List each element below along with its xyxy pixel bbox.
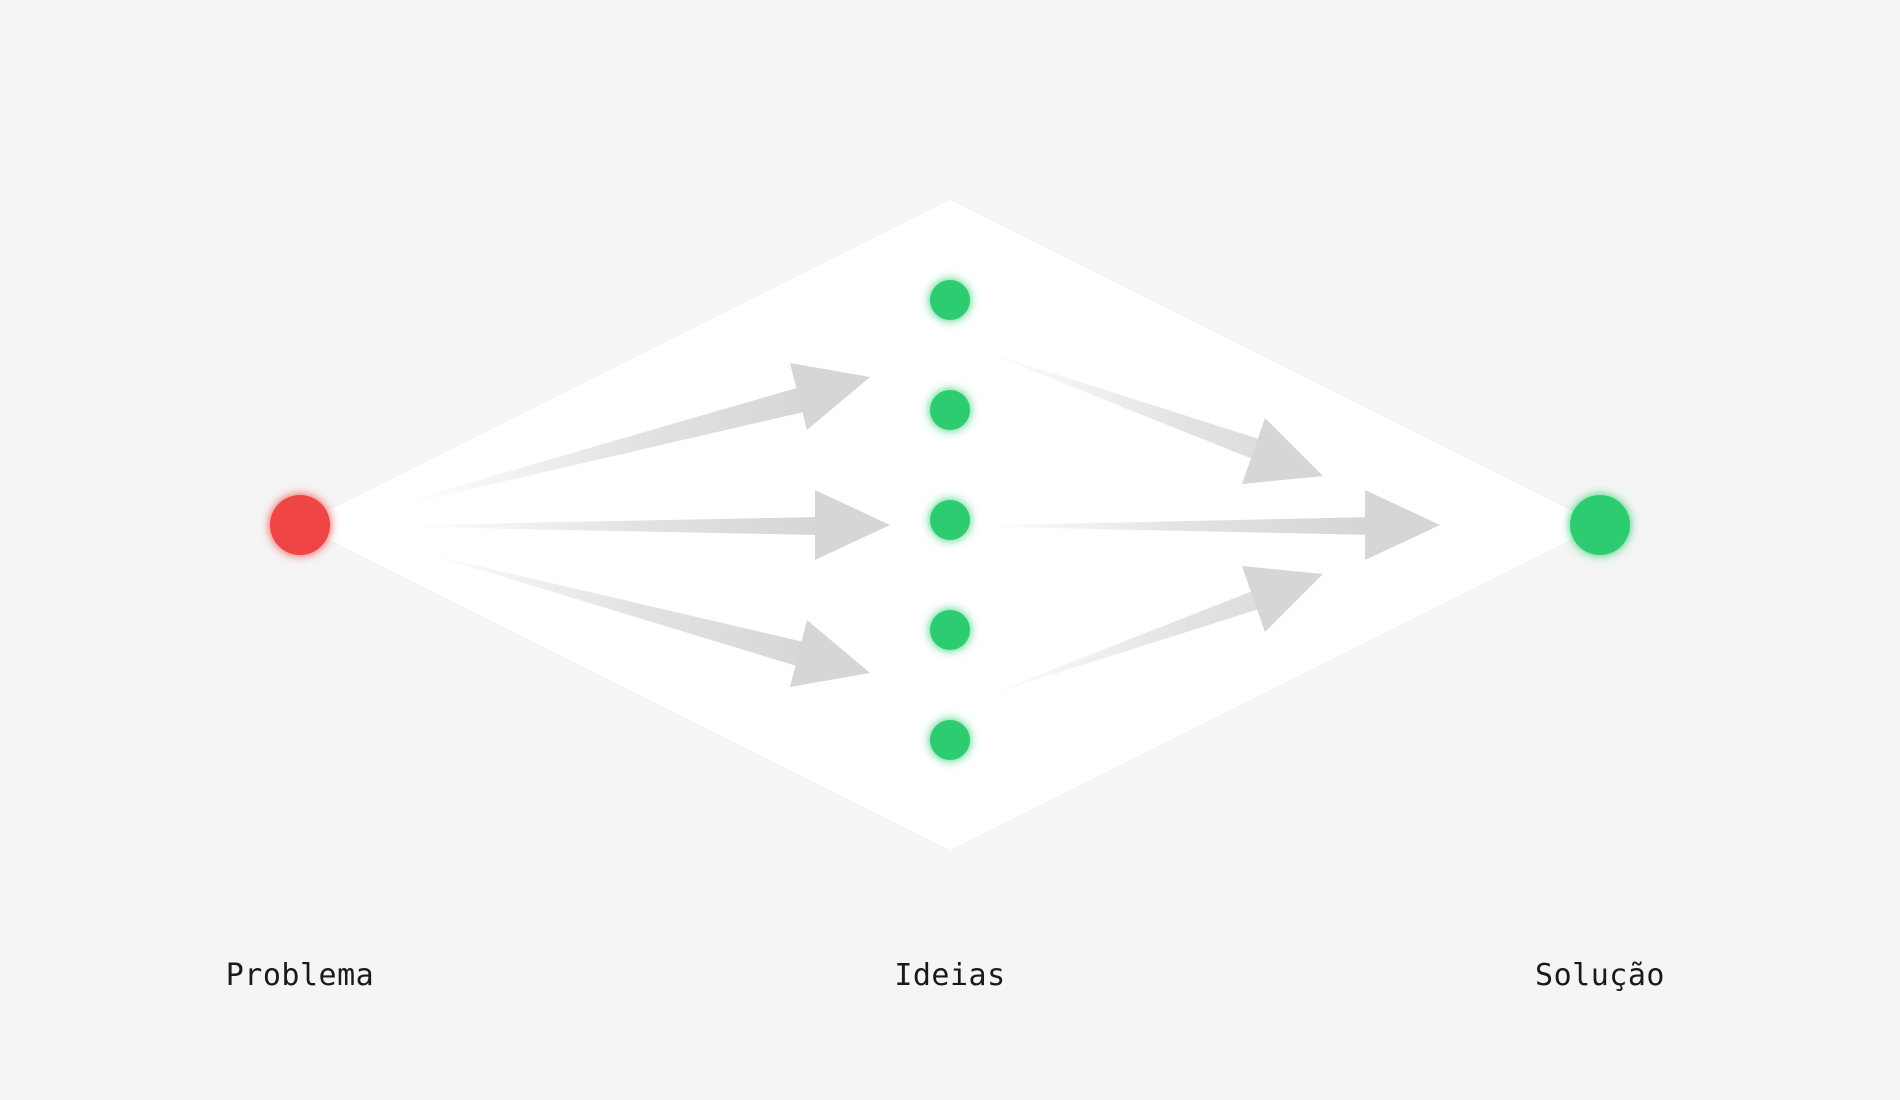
idea-nodes [930,280,970,760]
diverge-arrow-middle [410,490,890,560]
idea-node [930,500,970,540]
converge-arrow-down [980,566,1323,698]
problem-node [270,495,330,555]
idea-node [930,610,970,650]
converge-arrow-up [980,350,1323,484]
diverge-arrow-up [410,363,870,502]
solution-node [1570,495,1630,555]
idea-node [930,720,970,760]
idea-node [930,280,970,320]
label-ideas: Ideias [894,958,1006,993]
idea-node [930,390,970,430]
converge-arrow-middle [1000,490,1440,560]
label-solution: Solução [1535,958,1665,993]
label-problem: Problema [225,958,375,993]
diverge-arrow-down [410,550,870,687]
